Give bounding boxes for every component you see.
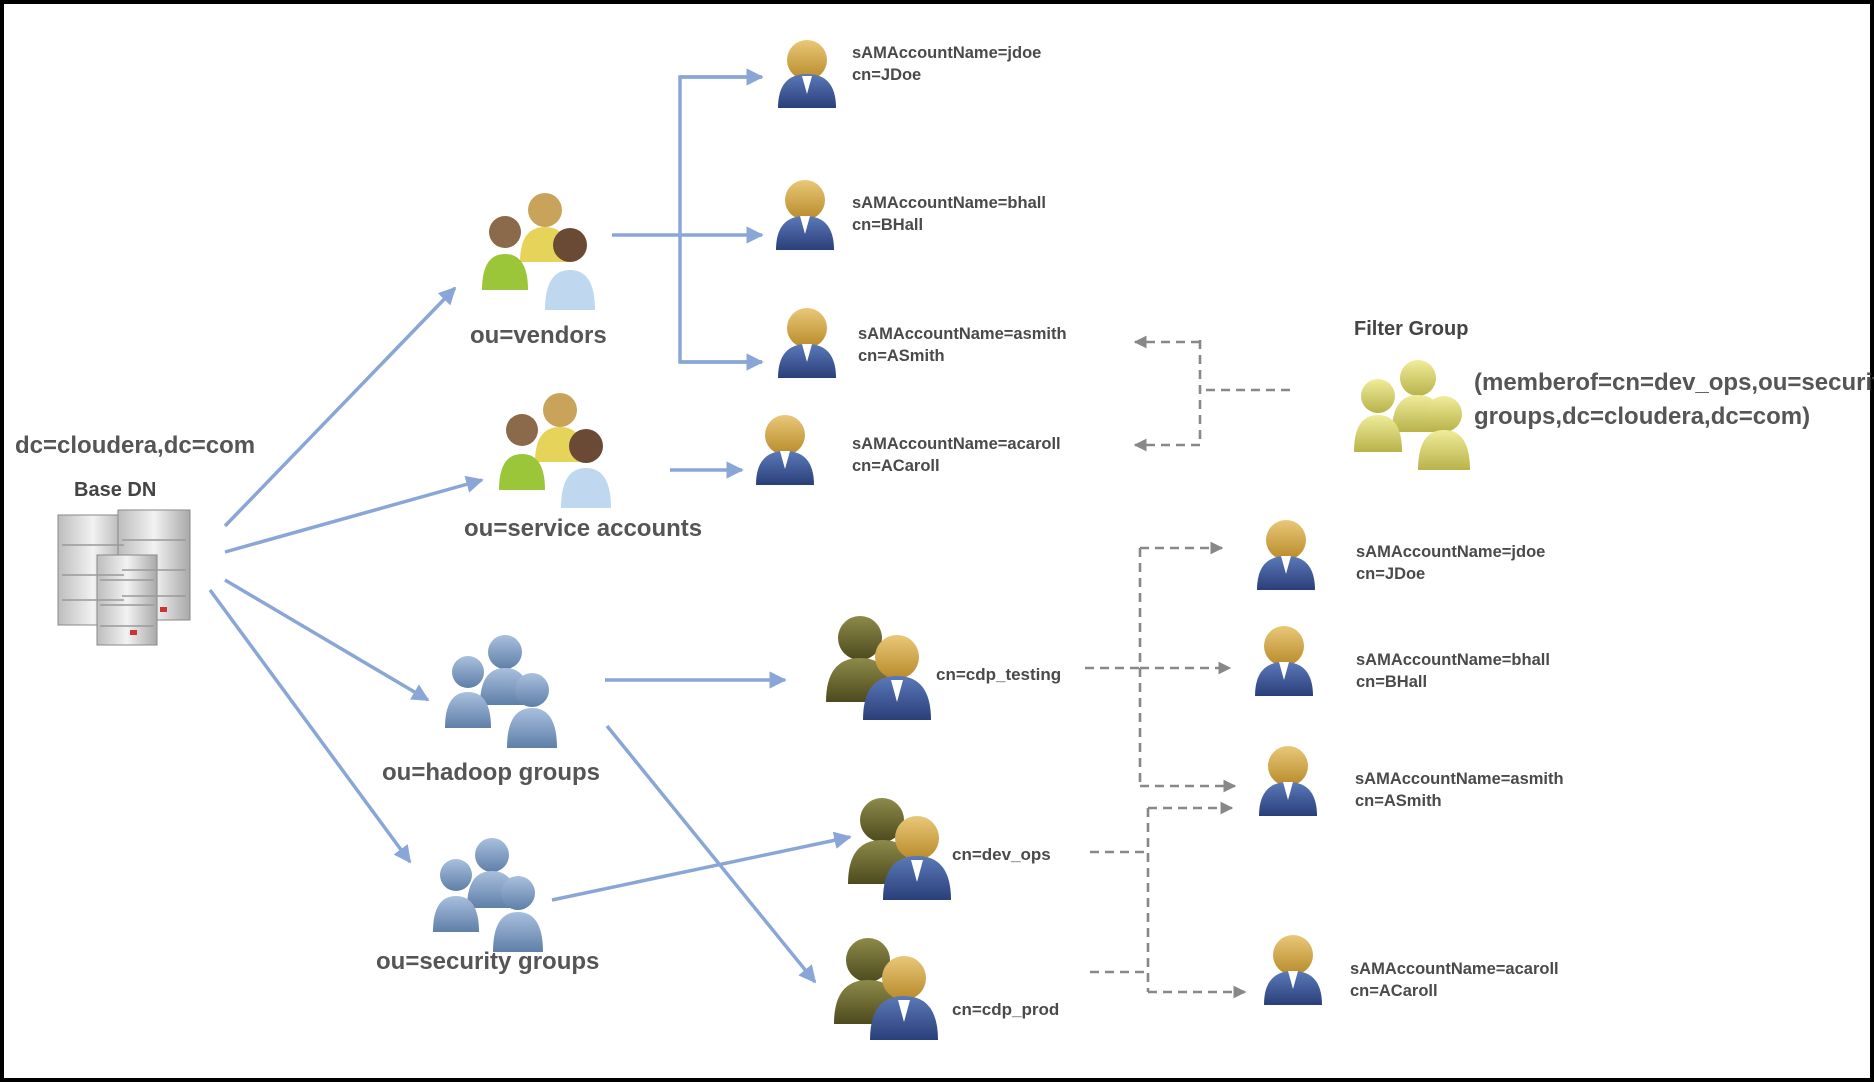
filter-group-title: Filter Group	[1354, 318, 1469, 340]
cdp-prod-group-icon	[834, 938, 938, 1040]
arrow-base-to-security-groups	[208, 588, 412, 864]
arrow-base-to-vendors	[223, 286, 457, 528]
solid-arrows	[208, 68, 852, 984]
sam-account-name: sAMAccountName=jdoe	[852, 44, 1042, 62]
server-icon	[57, 509, 191, 646]
vendors-bracket	[678, 75, 762, 364]
hadoop-groups-icon	[445, 635, 557, 748]
base-dn-title: Base DN	[74, 479, 157, 501]
arrow-base-to-service-accounts	[224, 475, 484, 554]
ou-hadoop-groups-label: ou=hadoop groups	[382, 759, 600, 786]
sam-account-name: sAMAccountName=jdoe	[1356, 543, 1546, 561]
common-name: cn=JDoe	[852, 66, 922, 84]
user-icon	[776, 180, 834, 250]
common-name: cn=JDoe	[1356, 565, 1426, 583]
group-cdp-prod-label: cn=cdp_prod	[952, 1000, 1060, 1019]
service-accounts-group-icon	[499, 393, 611, 508]
common-name: cn=BHall	[1356, 673, 1428, 691]
arrow-security-to-dev-ops	[551, 831, 852, 902]
sam-account-name: sAMAccountName=acaroll	[1350, 960, 1559, 978]
common-name: cn=ACaroll	[1350, 982, 1438, 1000]
cdp-testing-group-icon	[826, 616, 931, 720]
ou-service-accounts-label: ou=service accounts	[464, 515, 703, 542]
ou-security-groups-label: ou=security groups	[376, 948, 600, 975]
sam-account-name: sAMAccountName=acaroll	[852, 435, 1061, 453]
service-user-acaroll: sAMAccountName=acaroll cn=ACaroll	[852, 433, 1061, 477]
dev-ops-group-icon	[848, 798, 951, 900]
common-name: cn=ASmith	[858, 347, 945, 365]
vendor-user-jdoe: sAMAccountName=jdoe cn=JDoe	[852, 42, 1041, 86]
sam-account-name: sAMAccountName=asmith	[858, 325, 1067, 343]
user-icon	[756, 415, 814, 485]
common-name: cn=BHall	[852, 216, 924, 234]
user-icon	[778, 308, 836, 378]
member-user-asmith: sAMAccountName=asmith cn=ASmith	[1355, 768, 1564, 812]
filter-group-icon	[1354, 360, 1470, 470]
group-dev-ops-label: cn=dev_ops	[952, 845, 1051, 864]
vendors-group-icon	[482, 193, 595, 310]
user-icon	[1264, 935, 1322, 1005]
user-icon	[778, 40, 836, 108]
dashed-arrows	[1085, 335, 1290, 999]
user-icon	[1257, 520, 1315, 590]
sam-account-name: sAMAccountName=bhall	[852, 194, 1046, 212]
member-user-jdoe: sAMAccountName=jdoe cn=JDoe	[1356, 541, 1545, 585]
common-name: cn=ASmith	[1355, 792, 1442, 810]
vendor-user-asmith: sAMAccountName=asmith cn=ASmith	[858, 323, 1067, 367]
member-user-acaroll: sAMAccountName=acaroll cn=ACaroll	[1350, 958, 1559, 1002]
ou-vendors-label: ou=vendors	[470, 322, 607, 349]
arrow-hadoop-to-cdp-prod	[605, 724, 817, 984]
base-domain-label: dc=cloudera,dc=com	[15, 432, 256, 459]
member-user-bhall: sAMAccountName=bhall cn=BHall	[1356, 649, 1550, 693]
group-cdp-testing-label: cn=cdp_testing	[936, 665, 1062, 684]
vendor-user-bhall: sAMAccountName=bhall cn=BHall	[852, 192, 1046, 236]
arrow-base-to-hadoop-groups	[224, 578, 430, 702]
user-icon	[1259, 746, 1317, 816]
sam-account-name: sAMAccountName=bhall	[1356, 651, 1550, 669]
filter-group-expression: (memberof=cn=dev_ops,ou=security groups,…	[1474, 369, 1874, 430]
sam-account-name: sAMAccountName=asmith	[1355, 770, 1564, 788]
common-name: cn=ACaroll	[852, 457, 940, 475]
security-groups-icon	[433, 838, 543, 952]
user-icon	[1255, 626, 1313, 696]
